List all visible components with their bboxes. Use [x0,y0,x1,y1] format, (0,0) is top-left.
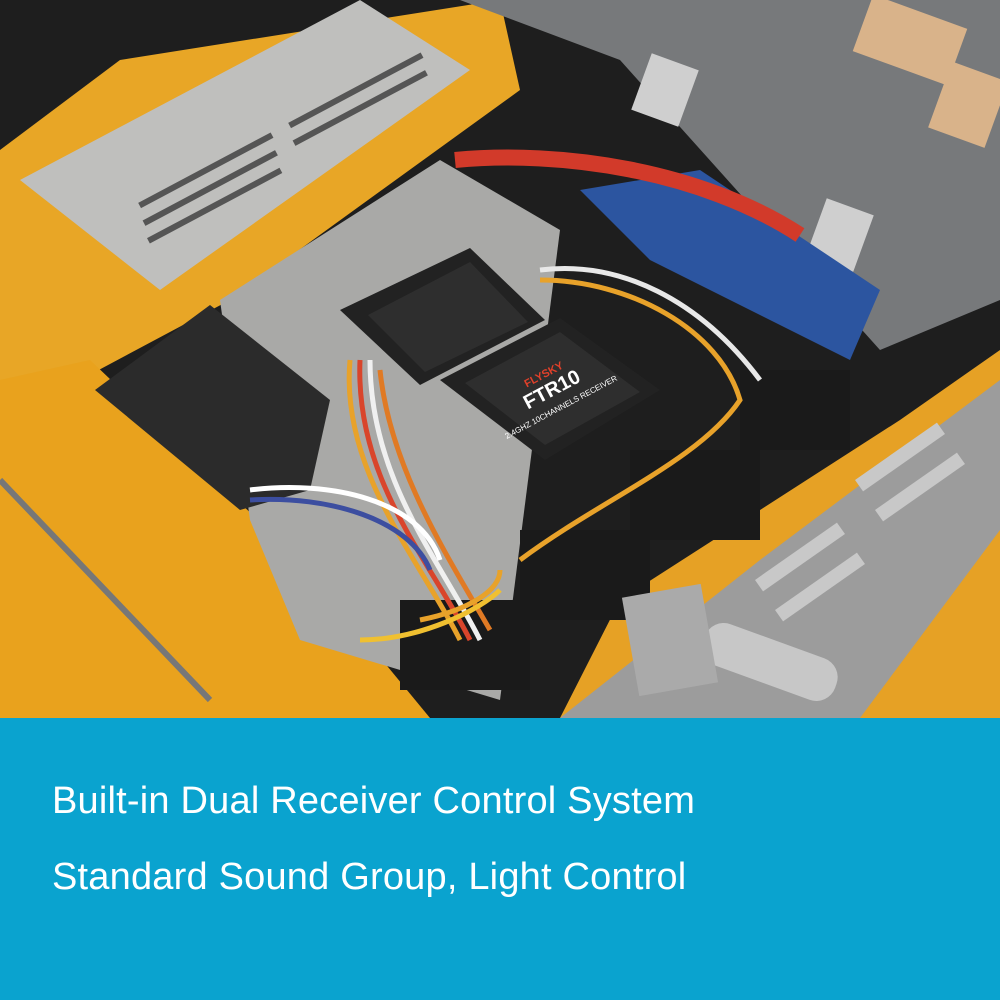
excavator-electronics-illustration: FLYSKY FTR10 2.4GHZ 10CHANNELS RECEIVER [0,0,1000,718]
receiver-1 [340,248,545,385]
caption-line-2: Standard Sound Group, Light Control [52,856,687,898]
caption-line-1: Built-in Dual Receiver Control System [52,780,696,822]
product-photo: FLYSKY FTR10 2.4GHZ 10CHANNELS RECEIVER [0,0,1000,718]
caption-banner: Built-in Dual Receiver Control System St… [0,718,1000,1000]
receiver-2: FLYSKY FTR10 2.4GHZ 10CHANNELS RECEIVER [440,318,660,460]
